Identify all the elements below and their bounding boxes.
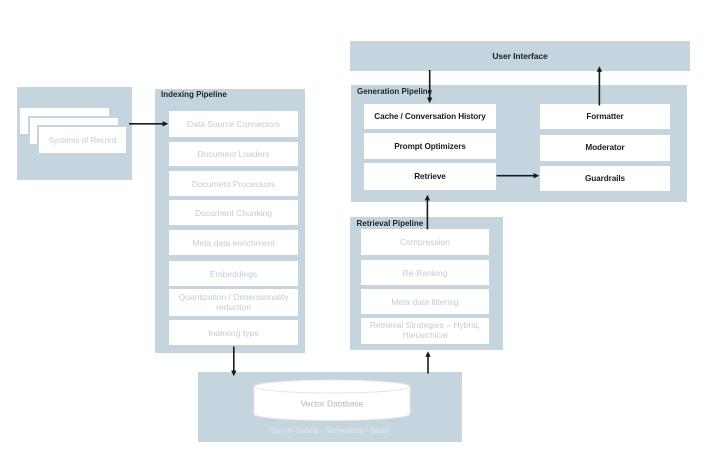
svg-text:Vector Database: Vector Database <box>301 399 364 409</box>
